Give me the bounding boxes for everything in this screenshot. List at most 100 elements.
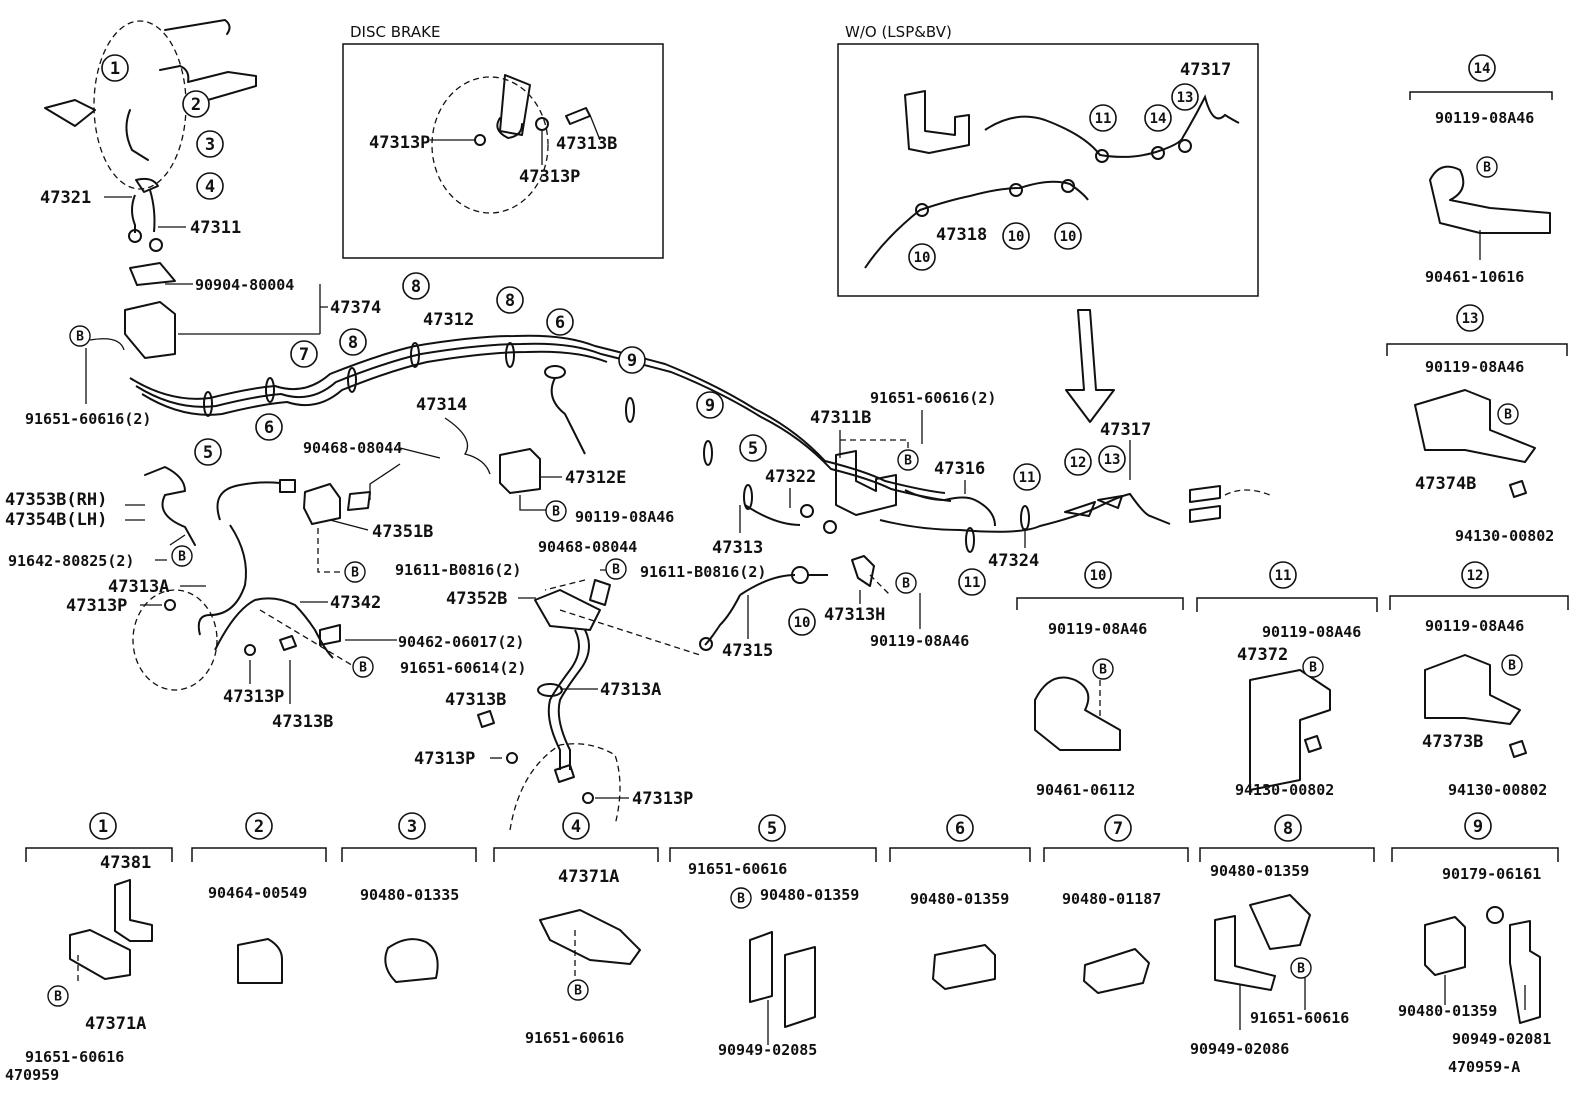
label-47313P-disc-1: 47313P <box>369 133 430 153</box>
svg-text:10: 10 <box>794 615 811 631</box>
label-47311B: 47311B <box>810 408 871 428</box>
callout-13: 13 <box>1098 445 1126 473</box>
label-47313B-b: 47313B <box>445 690 506 710</box>
washer-icon <box>244 644 256 656</box>
label-47313P-a: 47313P <box>66 596 127 616</box>
b-bolt-marker: B <box>545 500 567 522</box>
label-d9-90949-02081: 90949-02081 <box>1452 1030 1551 1048</box>
label-d10-90461-06112: 90461-06112 <box>1036 781 1135 799</box>
svg-text:8: 8 <box>411 277 421 297</box>
label-d1-47381: 47381 <box>100 853 151 873</box>
b-bolt-marker: B <box>47 985 69 1007</box>
label-47314: 47314 <box>416 395 467 415</box>
label-d5-91651-60616: 91651-60616 <box>688 860 787 878</box>
svg-text:6: 6 <box>555 313 565 333</box>
clip-47312E-drawing <box>499 448 541 494</box>
detail-10-drawing <box>1016 597 1184 751</box>
svg-text:6: 6 <box>955 819 965 839</box>
callout-7: 7 <box>1104 814 1132 842</box>
center-flex-hose-drawing <box>509 579 701 831</box>
svg-text:10: 10 <box>1008 229 1025 245</box>
label-d14-90461-10616: 90461-10616 <box>1425 268 1524 286</box>
callout-9: 9 <box>696 391 724 419</box>
callout-5: 5 <box>739 434 767 462</box>
left-flex-hose-drawing <box>132 466 341 691</box>
callout-12: 12 <box>1461 561 1489 589</box>
svg-text:B: B <box>904 454 912 469</box>
svg-text:B: B <box>1309 661 1317 676</box>
svg-text:3: 3 <box>407 817 417 837</box>
svg-text:B: B <box>612 563 620 578</box>
detail-8-drawing <box>1199 847 1375 1030</box>
b-bolt-marker: B <box>730 887 752 909</box>
detail-9-drawing <box>1391 847 1559 1024</box>
label-47322: 47322 <box>765 467 816 487</box>
label-47352B: 47352B <box>446 589 507 609</box>
label-d3-90480-01335: 90480-01335 <box>360 886 459 904</box>
label-47312: 47312 <box>423 310 474 330</box>
b-bolt-marker: B <box>897 449 919 471</box>
svg-text:B: B <box>351 566 359 581</box>
label-90904-80004: 90904-80004 <box>195 276 294 294</box>
label-d13-90119-08A46: 90119-08A46 <box>1425 358 1524 376</box>
label-d11-47372: 47372 <box>1237 645 1288 665</box>
svg-text:14: 14 <box>1150 111 1167 127</box>
svg-text:1: 1 <box>110 59 120 79</box>
b-bolt-marker: B <box>1302 656 1324 678</box>
callout-1: 1 <box>101 54 129 82</box>
label-d13-94130-00802: 94130-00802 <box>1455 527 1554 545</box>
label-47311: 47311 <box>190 218 241 238</box>
svg-text:9: 9 <box>627 351 637 371</box>
callout-3: 3 <box>196 130 224 158</box>
label-90119-08A46-b: 90119-08A46 <box>870 632 969 650</box>
label-d11-94130-00802: 94130-00802 <box>1235 781 1334 799</box>
svg-text:B: B <box>1504 408 1512 423</box>
svg-text:B: B <box>76 330 84 345</box>
label-d1-47371A: 47371A <box>85 1014 146 1034</box>
label-47317-main: 47317 <box>1100 420 1151 440</box>
callout-6: 6 <box>546 308 574 336</box>
label-91611-B0816-2-a: 91611-B0816(2) <box>395 561 521 579</box>
callout-5: 5 <box>194 438 222 466</box>
label-90468-08044-a: 90468-08044 <box>303 439 402 457</box>
svg-text:9: 9 <box>705 396 715 416</box>
callout-5: 5 <box>758 814 786 842</box>
callout-8: 8 <box>1274 814 1302 842</box>
svg-text:11: 11 <box>1275 568 1292 584</box>
svg-text:B: B <box>359 661 367 676</box>
svg-text:12: 12 <box>1467 568 1484 584</box>
label-47313P-d: 47313P <box>632 789 693 809</box>
label-47324: 47324 <box>988 551 1039 571</box>
wo-lsp-bv-pipes-drawing <box>864 90 1240 269</box>
disc-brake-hose-drawing <box>430 74 601 214</box>
svg-text:14: 14 <box>1474 61 1491 77</box>
washer-icon <box>582 792 594 804</box>
label-91642-80825-2: 91642-80825(2) <box>8 552 134 570</box>
svg-text:8: 8 <box>505 291 515 311</box>
svg-text:B: B <box>1297 962 1305 977</box>
label-47318: 47318 <box>936 225 987 245</box>
label-d12-47373B: 47373B <box>1422 732 1483 752</box>
callout-3: 3 <box>398 812 426 840</box>
svg-text:3: 3 <box>205 135 215 155</box>
label-90468-08044-b: 90468-08044 <box>538 538 637 556</box>
label-47313A-a: 47313A <box>108 577 169 597</box>
callout-11: 11 <box>1089 104 1117 132</box>
detail-7-drawing <box>1043 847 1189 994</box>
callout-10: 10 <box>1054 222 1082 250</box>
svg-text:B: B <box>54 990 62 1005</box>
detail-5-drawing <box>669 847 877 1045</box>
detail-2-drawing <box>191 847 327 984</box>
b-bolt-marker: B <box>605 558 627 580</box>
center-right-pipes-drawing <box>699 309 1271 651</box>
label-d14-90119-08A46: 90119-08A46 <box>1435 109 1534 127</box>
b-bolt-marker: B <box>1290 957 1312 979</box>
callout-6: 6 <box>946 814 974 842</box>
callout-8: 8 <box>402 272 430 300</box>
label-47354B-LH: 47354B(LH) <box>5 510 107 530</box>
inset-title-wo-lsp-bv: W/O (LSP&BV) <box>845 23 952 41</box>
label-47313: 47313 <box>712 538 763 558</box>
svg-text:5: 5 <box>203 443 213 463</box>
inset-box-wo-lsp-bv <box>837 43 1259 297</box>
